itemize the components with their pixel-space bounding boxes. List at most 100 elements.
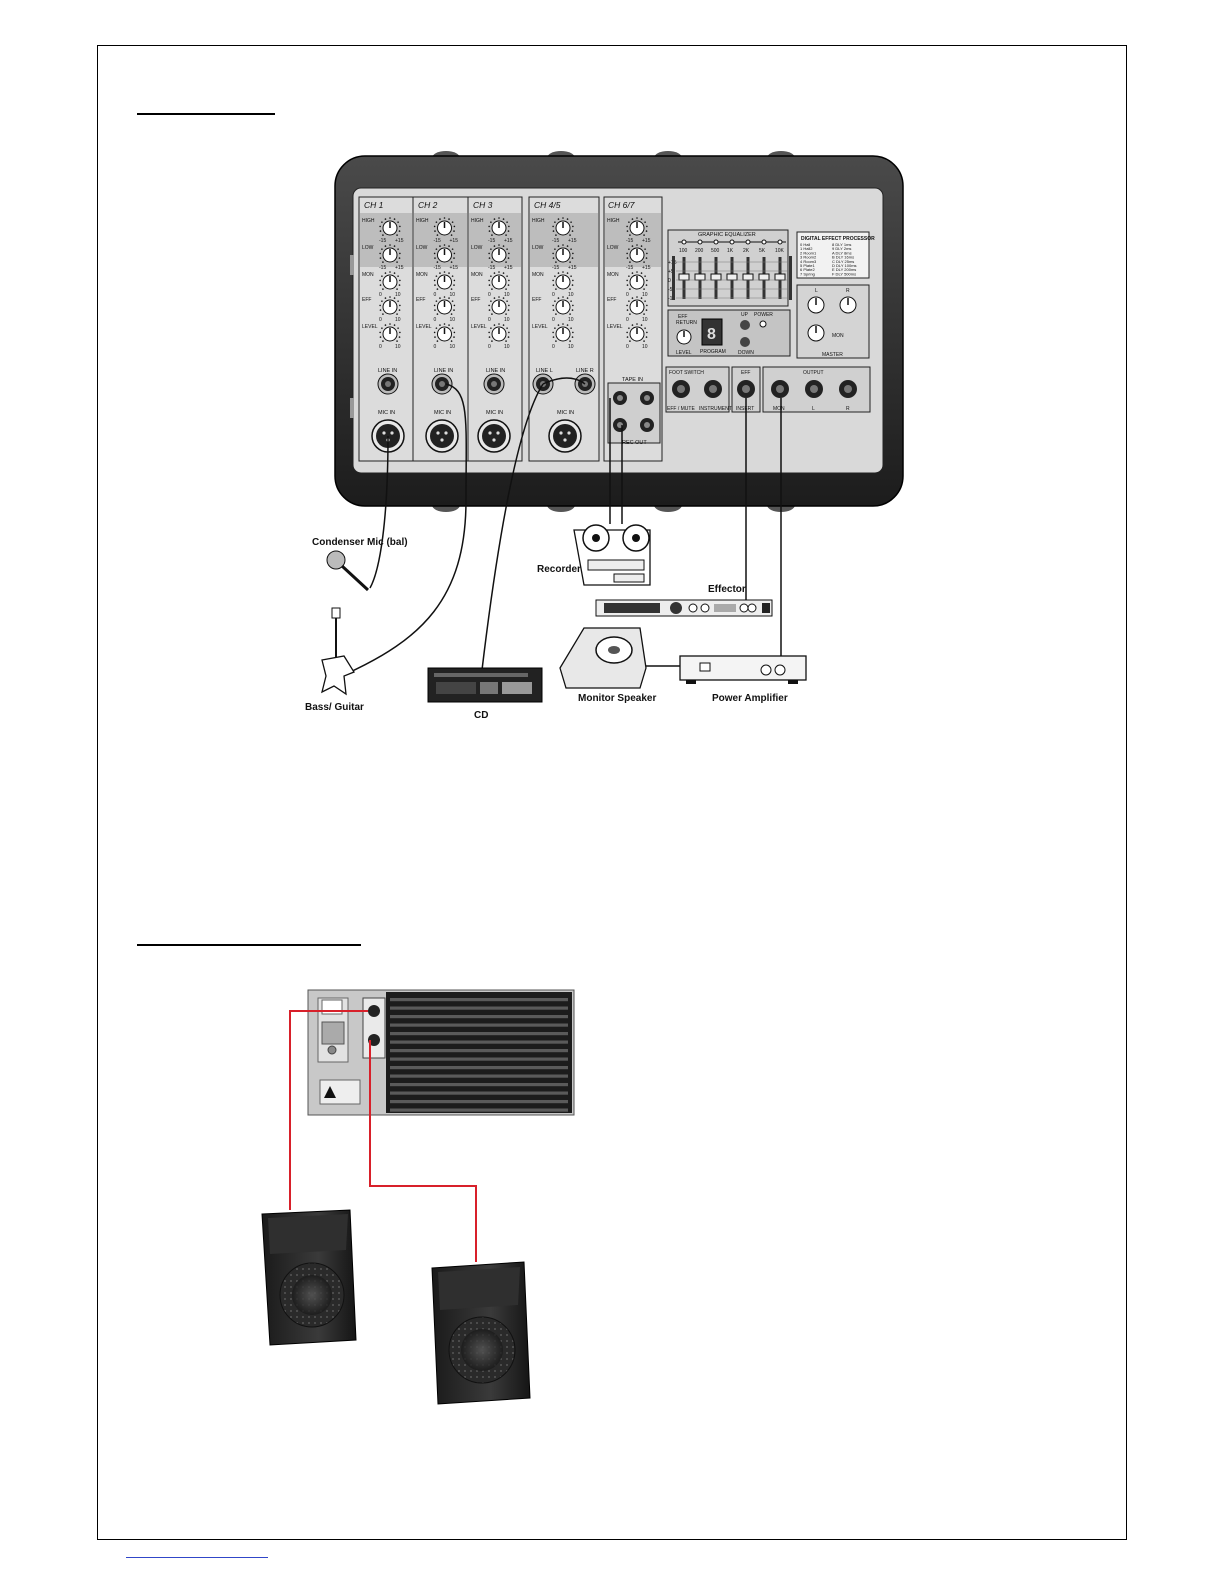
power-label: POWER: [754, 312, 773, 318]
ch5-eff-knob[interactable]: [626, 296, 648, 315]
program-display-digit: 8: [707, 326, 716, 343]
monitor-speaker-label: Monitor Speaker: [578, 693, 656, 704]
ch3-level-knob[interactable]: [488, 323, 510, 342]
ch2-eff-label: EFF: [416, 297, 425, 303]
ch4-mon-knob[interactable]: [552, 271, 574, 290]
ch5-level-knob[interactable]: [626, 323, 648, 342]
master-r-label: R: [846, 288, 850, 294]
program-up-button[interactable]: [740, 320, 750, 330]
dsp-title: DIGITAL EFFECT PROCESSOR: [801, 236, 875, 242]
eq-slider-100[interactable]: [678, 273, 690, 281]
ch2-eff-knob[interactable]: [433, 296, 456, 315]
eq-led-2K: [745, 239, 751, 245]
eq-band-label-200: 200: [695, 248, 704, 254]
dsp-program-left-0: 0 Hall: [800, 242, 810, 247]
foot-switch-a-label: EFF / MUTE: [667, 406, 695, 412]
ch3-high-knob[interactable]: [488, 217, 510, 236]
ch1-high-knob[interactable]: [379, 217, 401, 236]
ch1-level-label: LEVEL: [362, 324, 378, 330]
condenser-mic: Condenser Mic (bal): [312, 537, 408, 592]
ch5-high-label: HIGH: [607, 218, 620, 224]
ch5-high-knob[interactable]: [626, 217, 648, 236]
ch5-mon-scale-max: 10: [642, 292, 648, 298]
eq-slider-200[interactable]: [694, 273, 706, 281]
reel-recorder: Recorder: [537, 524, 651, 586]
speaker-left: [261, 1209, 357, 1346]
eq-scale-2: 0: [668, 278, 671, 284]
dsp-program-right-5: D DLY 100ms: [832, 263, 857, 268]
ch3-level-label: LEVEL: [471, 324, 487, 330]
ch3-eff-scale-min: 0: [488, 317, 491, 323]
rear-panel: [307, 989, 575, 1116]
ch2-mon-scale-max: 10: [450, 292, 456, 298]
ch4-level-scale-min: 0: [552, 344, 555, 350]
mixer-cables: [345, 377, 782, 675]
speaker-out-right-jack[interactable]: [368, 1005, 380, 1017]
ch3-mon-knob[interactable]: [488, 271, 510, 290]
eq-led-5K: [761, 239, 767, 245]
ch3-low-label: LOW: [471, 245, 483, 251]
eq-slider-1K[interactable]: [726, 273, 738, 281]
ch1-level-scale-max: 10: [395, 344, 401, 350]
ch2-low-knob[interactable]: [433, 244, 456, 263]
mic-in-xlr-jack-3[interactable]: [477, 419, 511, 453]
ch5-low-knob[interactable]: [626, 244, 648, 263]
ch4-eff-scale-min: 0: [552, 317, 555, 323]
line-in-jack-2[interactable]: [431, 373, 453, 395]
ch3-low-knob[interactable]: [488, 244, 510, 263]
mic-in-xlr-jack-4[interactable]: [548, 419, 582, 453]
ch2-high-scale-max: +15: [450, 238, 459, 244]
eq-band-label-100: 100: [679, 248, 688, 254]
ch1-mon-knob[interactable]: [379, 271, 401, 290]
ch4-mon-scale-max: 10: [568, 292, 574, 298]
program-down-button[interactable]: [740, 337, 750, 347]
line-in-jack-1[interactable]: [377, 373, 399, 395]
ch1-eff-scale-min: 0: [379, 317, 382, 323]
ch1-low-scale-min: -15: [379, 265, 386, 271]
warning-label: [319, 1079, 361, 1105]
dsp-program-left-2: 2 Room1: [800, 250, 817, 255]
ch2-high-knob[interactable]: [433, 217, 456, 236]
program-display: [701, 318, 723, 346]
ch1-line-in-label: LINE IN: [378, 368, 397, 374]
ch45-title: CH 4/5: [534, 200, 561, 210]
ch3-level-scale-max: 10: [504, 344, 510, 350]
eq-slider-10K[interactable]: [774, 273, 786, 281]
ch45-line-r-label: LINE R: [576, 368, 594, 374]
ch2-eff-scale-min: 0: [434, 317, 437, 323]
ch3-high-scale-max: +15: [504, 238, 513, 244]
master-l-label: L: [815, 288, 818, 294]
ch2-level-knob[interactable]: [433, 323, 456, 342]
eq-slider-500[interactable]: [710, 273, 722, 281]
ch1-low-knob[interactable]: [379, 244, 401, 263]
ch4-high-knob[interactable]: [552, 217, 574, 236]
eq-band-label-5K: 5K: [759, 248, 766, 254]
mic-in-xlr-jack-2[interactable]: [425, 419, 459, 453]
line-in-jack-3[interactable]: [483, 373, 505, 395]
ch4-low-knob[interactable]: [552, 244, 574, 263]
eq-slider-2K[interactable]: [742, 273, 754, 281]
ch3-level-scale-min: 0: [488, 344, 491, 350]
ch1-level-knob[interactable]: [379, 323, 401, 342]
ch5-low-scale-max: +15: [642, 265, 651, 271]
ch1-eff-knob[interactable]: [379, 296, 401, 315]
ch1-low-scale-max: +15: [395, 265, 404, 271]
ch3-mon-scale-min: 0: [488, 292, 491, 298]
ch4-level-knob[interactable]: [552, 323, 574, 342]
program-label: PROGRAM: [700, 349, 726, 355]
ch5-eff-label: EFF: [607, 297, 616, 303]
ch2-title: CH 2: [418, 200, 438, 210]
ch5-mon-knob[interactable]: [626, 271, 648, 290]
eq-slider-5K[interactable]: [758, 273, 770, 281]
ch5-eff-scale-max: 10: [642, 317, 648, 323]
ch3-eff-knob[interactable]: [488, 296, 510, 315]
ch1-mon-scale-min: 0: [379, 292, 382, 298]
ch5-high-scale-max: +15: [642, 238, 651, 244]
eq-band-label-500: 500: [711, 248, 720, 254]
ch1-title: CH 1: [364, 200, 384, 210]
ch4-eff-knob[interactable]: [552, 296, 574, 315]
speaker-right: [431, 1261, 531, 1405]
ch2-mon-knob[interactable]: [433, 271, 456, 290]
ch45-mic-in-label: MIC IN: [557, 410, 574, 416]
ch5-high-scale-min: -15: [626, 238, 633, 244]
